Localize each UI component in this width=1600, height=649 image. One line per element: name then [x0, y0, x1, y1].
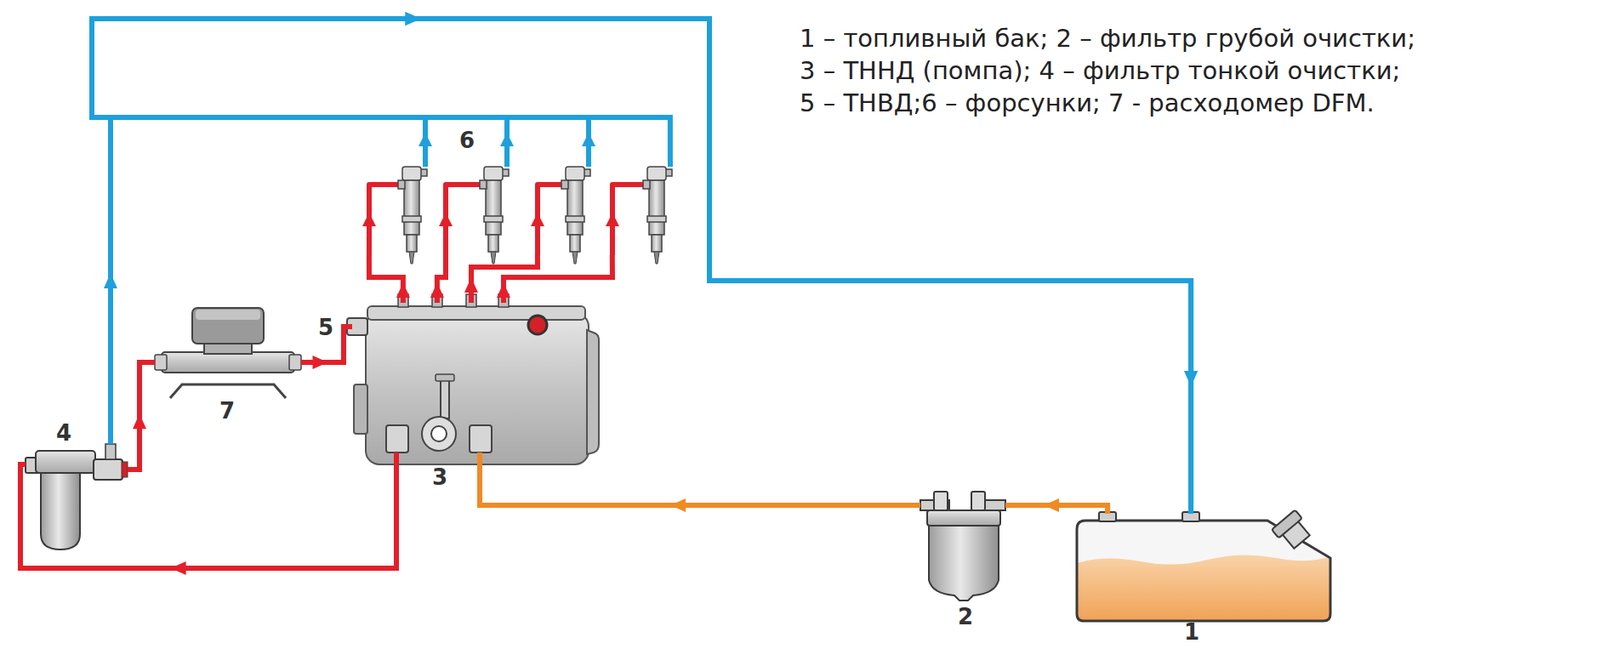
low-pressure-pump — [386, 425, 409, 453]
fuel-line — [369, 255, 613, 303]
legend-text: 1 – топливный бак; 2 – фильтр грубой очи… — [799, 23, 1416, 54]
arrow-head — [1043, 498, 1060, 513]
fine-filter — [121, 461, 128, 478]
fuel-line — [1005, 498, 1108, 514]
fuel-line — [91, 11, 1198, 514]
legend-text: 3 – ТННД (помпа); 4 – фильтр тонкой очис… — [799, 56, 1401, 86]
flow-meter — [161, 352, 295, 373]
injector — [479, 166, 509, 264]
pipe — [503, 255, 613, 303]
callout-number: 5 — [318, 316, 334, 339]
fuel-tank — [1071, 509, 1336, 630]
arrow-head — [405, 11, 422, 26]
injectors-node: 6 — [364, 161, 678, 256]
high-pressure-pump-node: 5 — [352, 302, 598, 371]
high-pressure-pump — [365, 313, 589, 465]
injector-lines — [369, 184, 399, 256]
flow-arrow — [581, 132, 596, 147]
flow-meter-node: 7 — [154, 306, 302, 399]
high-pressure-pump — [347, 294, 599, 465]
flow-meter — [154, 354, 167, 371]
low-pressure-pump-node: 3 — [382, 374, 496, 453]
coarse-filter — [971, 491, 986, 511]
arrow-head — [313, 355, 329, 370]
flow-meter — [192, 307, 264, 344]
coarse-filter — [933, 491, 948, 511]
coarse-filter — [920, 491, 1006, 601]
callout-number: 2 — [957, 605, 974, 628]
low-pressure-pump — [435, 374, 455, 382]
flow-meter — [170, 384, 286, 399]
arrow-head — [396, 282, 410, 298]
coarse-filter — [927, 510, 1001, 526]
high-pressure-pump — [528, 315, 547, 335]
arrow-head — [405, 11, 422, 26]
injector-lines — [612, 184, 644, 256]
pipe — [20, 452, 397, 569]
flow-arrow — [362, 212, 376, 227]
injector — [643, 166, 672, 264]
injector — [398, 166, 428, 264]
low-pressure-pump — [386, 374, 492, 453]
callout-number: 6 — [459, 129, 475, 152]
pipe — [479, 452, 921, 506]
flow-arrow — [605, 212, 620, 227]
coarse-filter-node: 2 — [920, 489, 1006, 599]
fine-filter — [105, 444, 116, 460]
fuel-line — [20, 452, 397, 576]
flow-meter — [289, 354, 302, 371]
fine-filter — [40, 472, 80, 550]
injector — [561, 166, 591, 264]
fine-filter — [35, 450, 96, 473]
pipe — [127, 362, 155, 470]
callout-number: 7 — [219, 399, 235, 422]
fuel-tank — [1271, 509, 1303, 538]
flow-arrow — [500, 132, 514, 147]
fuel-line — [91, 11, 1198, 514]
fuel-tank-node: 1 — [1076, 513, 1331, 621]
flow-meter — [195, 309, 261, 320]
fuel-line — [479, 452, 921, 513]
callout-number: 1 — [1184, 620, 1200, 644]
callout-number: 3 — [432, 466, 448, 489]
legend-text: 5 – ТНВД;6 – форсунки; 7 - расходомер DF… — [799, 88, 1375, 119]
injector-lines — [445, 184, 480, 256]
high-pressure-pump — [353, 384, 368, 434]
fine-filter-node: 4 — [25, 444, 128, 552]
low-pressure-pump — [421, 416, 456, 451]
arrow-head — [430, 282, 445, 298]
low-pressure-pump — [469, 425, 492, 453]
arrow-head — [132, 413, 147, 429]
flow-arrow — [438, 212, 453, 227]
low-pressure-pump — [431, 426, 447, 442]
arrow-head — [1184, 370, 1198, 387]
fuel-line — [127, 362, 155, 470]
flow-arrow — [530, 212, 545, 227]
injector — [398, 166, 672, 264]
injector-lines — [667, 161, 673, 167]
fuel-tank — [1271, 509, 1314, 552]
callout-number: 4 — [56, 421, 72, 445]
arrow-head — [170, 561, 187, 576]
fine-filter — [25, 444, 128, 550]
flow-arrow — [418, 132, 433, 147]
low-pressure-pump — [440, 375, 450, 419]
flow-meter — [154, 307, 302, 399]
coarse-filter — [928, 525, 999, 601]
high-pressure-pump — [367, 306, 586, 320]
high-pressure-pump — [586, 330, 599, 455]
arrow-head — [670, 498, 686, 513]
arrow-head — [1184, 370, 1198, 387]
arrow-head — [103, 273, 118, 289]
fuel-tank — [1071, 554, 1336, 630]
arrow-head — [464, 277, 479, 293]
fine-filter — [93, 459, 123, 480]
arrow-head — [496, 282, 511, 298]
fuel-tank — [1076, 520, 1331, 621]
